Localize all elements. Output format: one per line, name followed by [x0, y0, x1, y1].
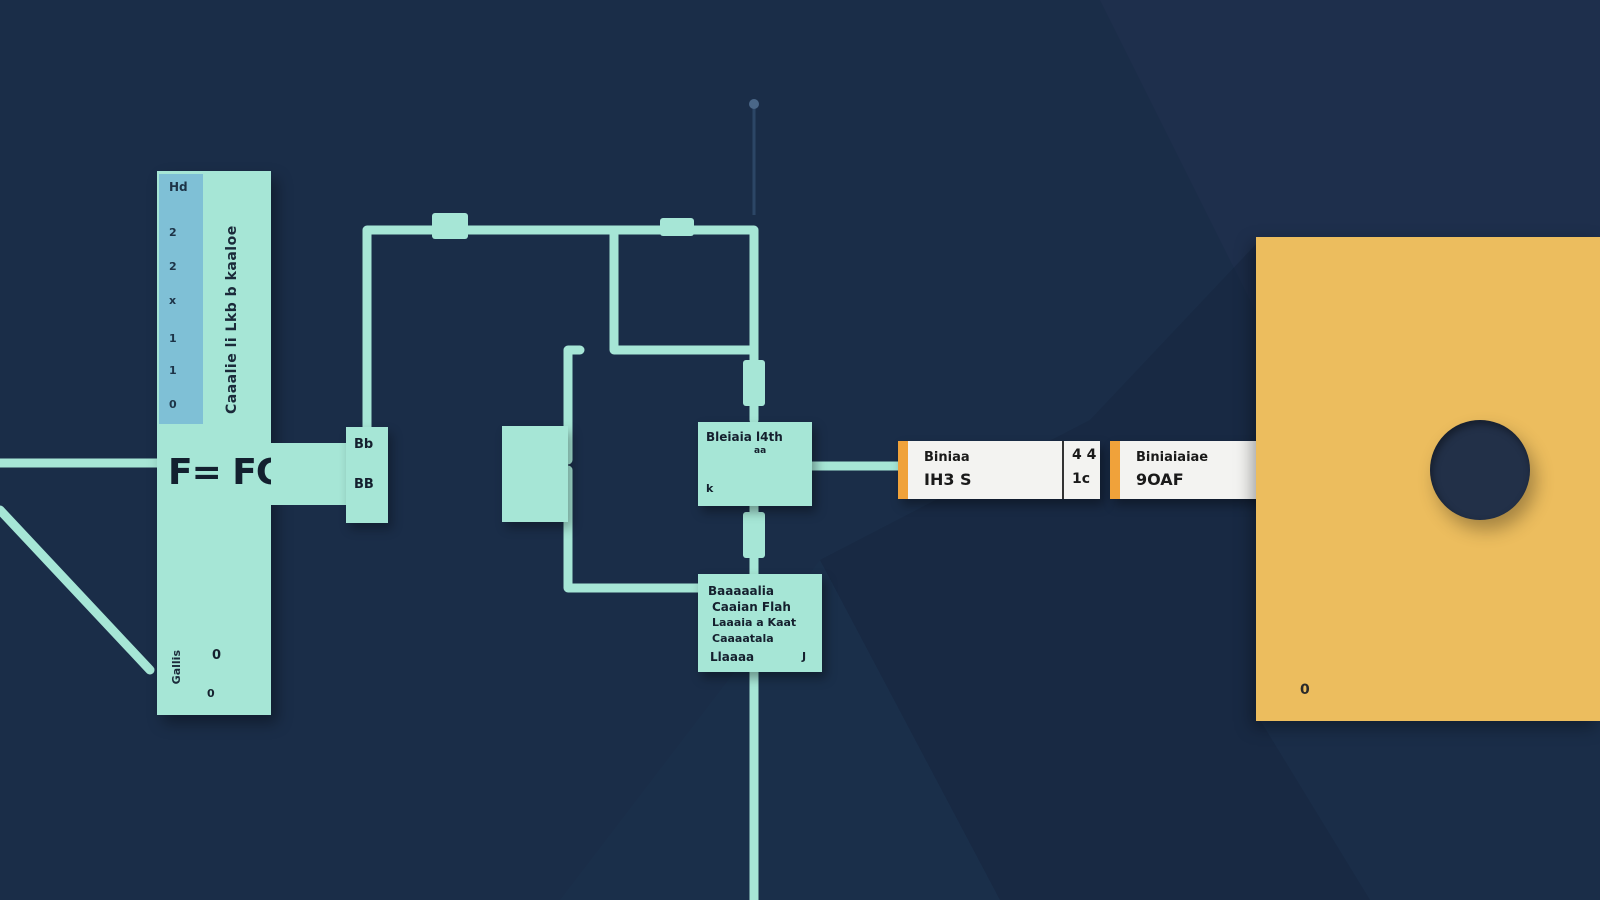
pipe-top-left — [362, 225, 615, 432]
bg-facet-lower — [820, 240, 1370, 900]
strip-top-label: Hd — [169, 180, 188, 194]
module-title: Biniaa — [924, 450, 970, 465]
bg-facet-mid — [560, 560, 1000, 900]
node-bottom-line: Caaaatala — [712, 632, 774, 645]
module-accent — [1110, 441, 1120, 499]
pipe-coupling-2 — [660, 218, 694, 236]
formula-label: F= FC — [168, 452, 282, 493]
node-bottom-line: Laaaia a Kaat — [712, 616, 797, 629]
strip-tick: 1 — [169, 332, 177, 345]
node-top[interactable]: Bleiaia l4th aa k — [698, 422, 812, 506]
module-value: IH3 S — [924, 470, 972, 489]
strip-tick: 2 — [169, 260, 177, 273]
port-label: Bb — [354, 437, 374, 452]
strip-tick: 0 — [169, 398, 177, 411]
node-bottom-line: Baaaaalia — [708, 584, 774, 598]
left-vertical-label: Caaalie li Lkb b kaaloe — [224, 225, 240, 414]
pipe-center-up — [563, 345, 585, 465]
pipe-coupling-1 — [432, 213, 468, 239]
module-side-label: 4 4 — [1072, 447, 1097, 463]
board-mark: 0 — [1300, 682, 1310, 698]
center-block — [502, 426, 568, 522]
left-bottom-mark: 0 — [207, 687, 215, 700]
rod-knob — [749, 99, 759, 109]
yellow-board — [1256, 237, 1600, 721]
pipe-coupling-4 — [743, 512, 765, 558]
port-label: BB — [354, 477, 374, 492]
module-side-panel: 4 4 1c — [1062, 441, 1100, 499]
strip-tick: x — [169, 294, 177, 307]
pipe-top-right — [605, 225, 759, 425]
pipe-left-diagonal — [0, 505, 155, 675]
board-socket[interactable] — [1430, 420, 1530, 520]
node-bottom-corner: J — [802, 650, 807, 663]
panel-arm — [271, 443, 349, 505]
module-side-label: 1c — [1072, 471, 1091, 487]
node-top-corner: k — [706, 482, 714, 495]
node-top-sub: aa — [754, 446, 767, 456]
pipe-center-down — [563, 465, 705, 593]
pipe-coupling-3 — [743, 360, 765, 406]
module-value: 9OAF — [1136, 470, 1184, 489]
module-title: Biniaiaiae — [1136, 450, 1209, 465]
node-bottom-line: Caaian Flah — [712, 600, 791, 614]
strip-tick: 2 — [169, 226, 177, 239]
node-bottom-line: Llaaaa — [710, 650, 755, 664]
module-accent — [898, 441, 908, 499]
strip-tick: 1 — [169, 364, 177, 377]
node-bottom[interactable]: Baaaaalia Caaian Flah Laaaia a Kaat Caaa… — [698, 574, 822, 672]
module-1[interactable]: Biniaa IH3 S 4 4 1c — [898, 441, 1100, 499]
left-bottom-label: Gallis — [170, 650, 183, 685]
pipe-inner-loop — [609, 225, 759, 355]
left-scale-strip: Hd 2 2 x 1 1 0 — [159, 174, 203, 424]
port-block: Bb BB — [346, 427, 388, 523]
left-bottom-mark: 0 — [212, 648, 222, 663]
node-top-title: Bleiaia l4th — [706, 430, 783, 444]
